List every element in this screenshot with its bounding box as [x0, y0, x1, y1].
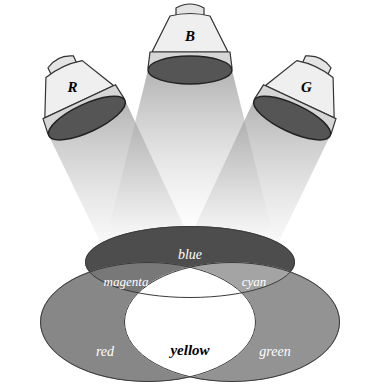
color-ellipse: green [124, 262, 340, 382]
yellow-area [124, 262, 340, 382]
lamp-outline [251, 50, 351, 148]
color-name: yellow [170, 343, 209, 358]
lamp-outline [140, 0, 240, 98]
ellipse-border [41, 263, 256, 382]
color-name: cyan [242, 275, 267, 288]
spotlight: R [28, 50, 128, 148]
color-name: green [259, 345, 290, 359]
lamp-lens [248, 88, 336, 149]
lamp-lens [148, 56, 232, 84]
spotlight: B [140, 0, 240, 98]
lamp-body [152, 14, 228, 53]
green-area [124, 262, 340, 382]
color-name: magenta [104, 275, 149, 288]
lamp-lens [43, 88, 131, 149]
ellipse-border [86, 227, 295, 298]
cyan-area [124, 262, 340, 382]
spotlight: G [251, 50, 351, 148]
ellipse-outline [124, 262, 340, 382]
lamp-letter: B [185, 29, 195, 44]
lamp-letter: R [67, 80, 77, 95]
color-name: red [96, 345, 114, 359]
lamp-letter: G [301, 80, 312, 95]
color-name: blue [178, 248, 202, 262]
ellipse-border [125, 263, 340, 382]
lamp-outline [28, 50, 128, 148]
